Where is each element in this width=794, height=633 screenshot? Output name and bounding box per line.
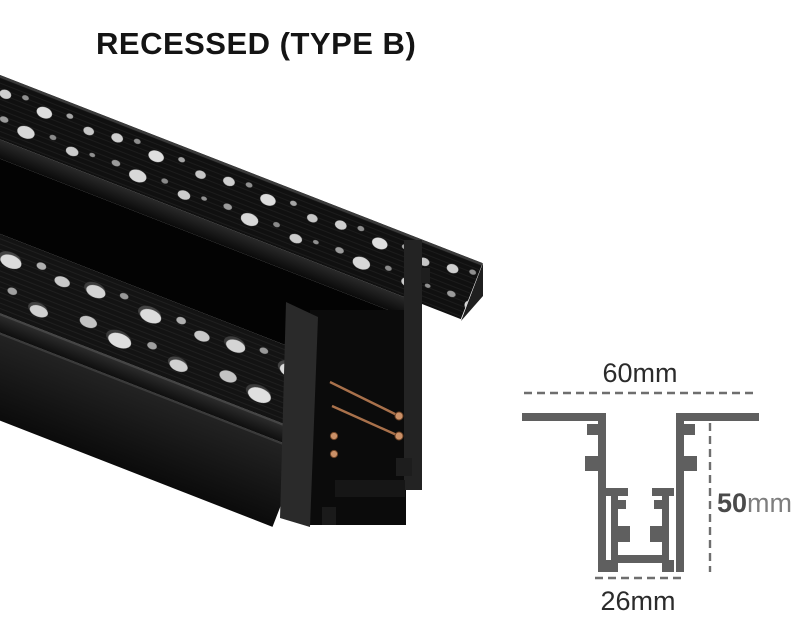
copper-conductors bbox=[329, 380, 404, 459]
flange-end-lip bbox=[461, 263, 483, 321]
page-title: RECESSED (TYPE B) bbox=[96, 26, 417, 61]
near-wall-end bbox=[280, 302, 318, 527]
copper-conductor-dot bbox=[329, 449, 339, 459]
mounting-tab bbox=[421, 268, 430, 283]
profile-foot-far bbox=[396, 458, 412, 476]
dim-height-unit: mm bbox=[747, 488, 792, 518]
cross-section bbox=[522, 413, 759, 572]
far-wall-face bbox=[0, 101, 412, 317]
near-flange-strip bbox=[0, 183, 355, 441]
product-photo bbox=[0, 70, 483, 527]
dim-height-label: 50mm bbox=[717, 488, 792, 518]
channel-interior bbox=[0, 118, 405, 382]
lower-channel-bottom bbox=[335, 480, 405, 497]
profile-end-face bbox=[280, 240, 483, 527]
dim-height-value: 50 bbox=[717, 488, 747, 518]
dim-width-label: 60mm bbox=[602, 358, 677, 388]
dim-inner-width-label: 26mm bbox=[600, 586, 675, 616]
far-wall-end bbox=[404, 240, 422, 490]
dimension-diagram: 60mm bbox=[522, 358, 792, 616]
copper-conductor-dot bbox=[394, 431, 404, 441]
profile-body bbox=[0, 70, 483, 527]
profile-foot-near bbox=[322, 507, 336, 525]
flange-ledge bbox=[0, 252, 311, 452]
copper-conductor-dot bbox=[394, 411, 404, 421]
side-wall bbox=[0, 269, 303, 527]
copper-conductor-dot bbox=[329, 431, 339, 441]
far-flange-strip bbox=[0, 70, 483, 320]
